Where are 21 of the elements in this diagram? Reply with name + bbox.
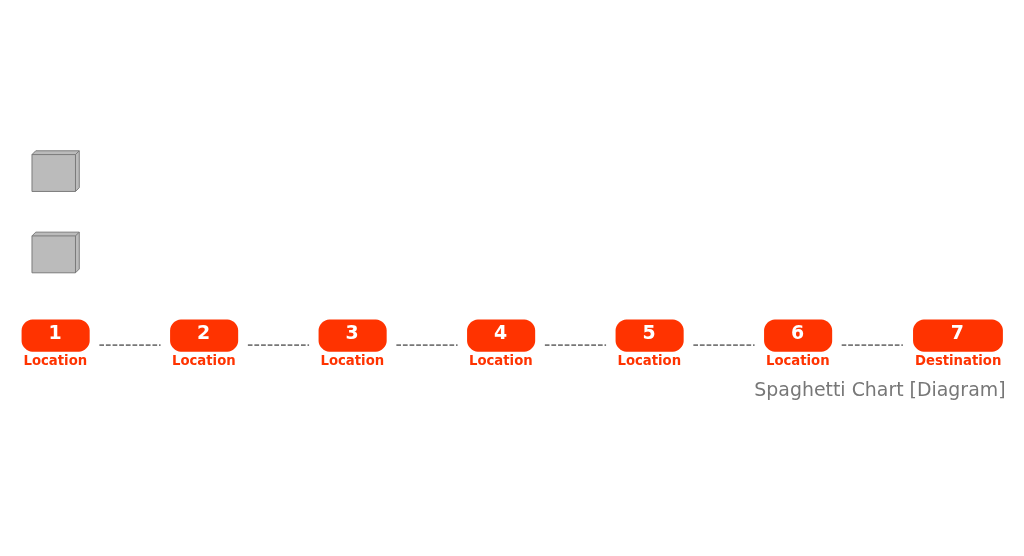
node-box: 5	[615, 319, 684, 352]
node-box: 6	[764, 319, 833, 352]
node-label: Location	[617, 353, 682, 369]
node-label: Location	[320, 353, 385, 369]
node-label: Location	[765, 353, 830, 369]
node-box: 1	[21, 319, 90, 352]
connector	[692, 344, 756, 347]
caption: Spaghetti Chart [Diagram]	[754, 377, 1006, 400]
node-label: Destination	[914, 353, 1002, 369]
connector	[395, 344, 459, 347]
node-label: Location	[171, 353, 236, 369]
connector	[98, 344, 162, 347]
node-label: Location	[468, 353, 533, 369]
node-box: 7	[913, 319, 1003, 352]
connector	[543, 344, 607, 347]
node-box: 4	[467, 319, 536, 352]
connector	[840, 344, 904, 347]
connector	[246, 344, 311, 347]
node-box: 3	[318, 319, 387, 352]
node-box: 2	[170, 319, 239, 352]
node-label: Location	[23, 353, 88, 369]
